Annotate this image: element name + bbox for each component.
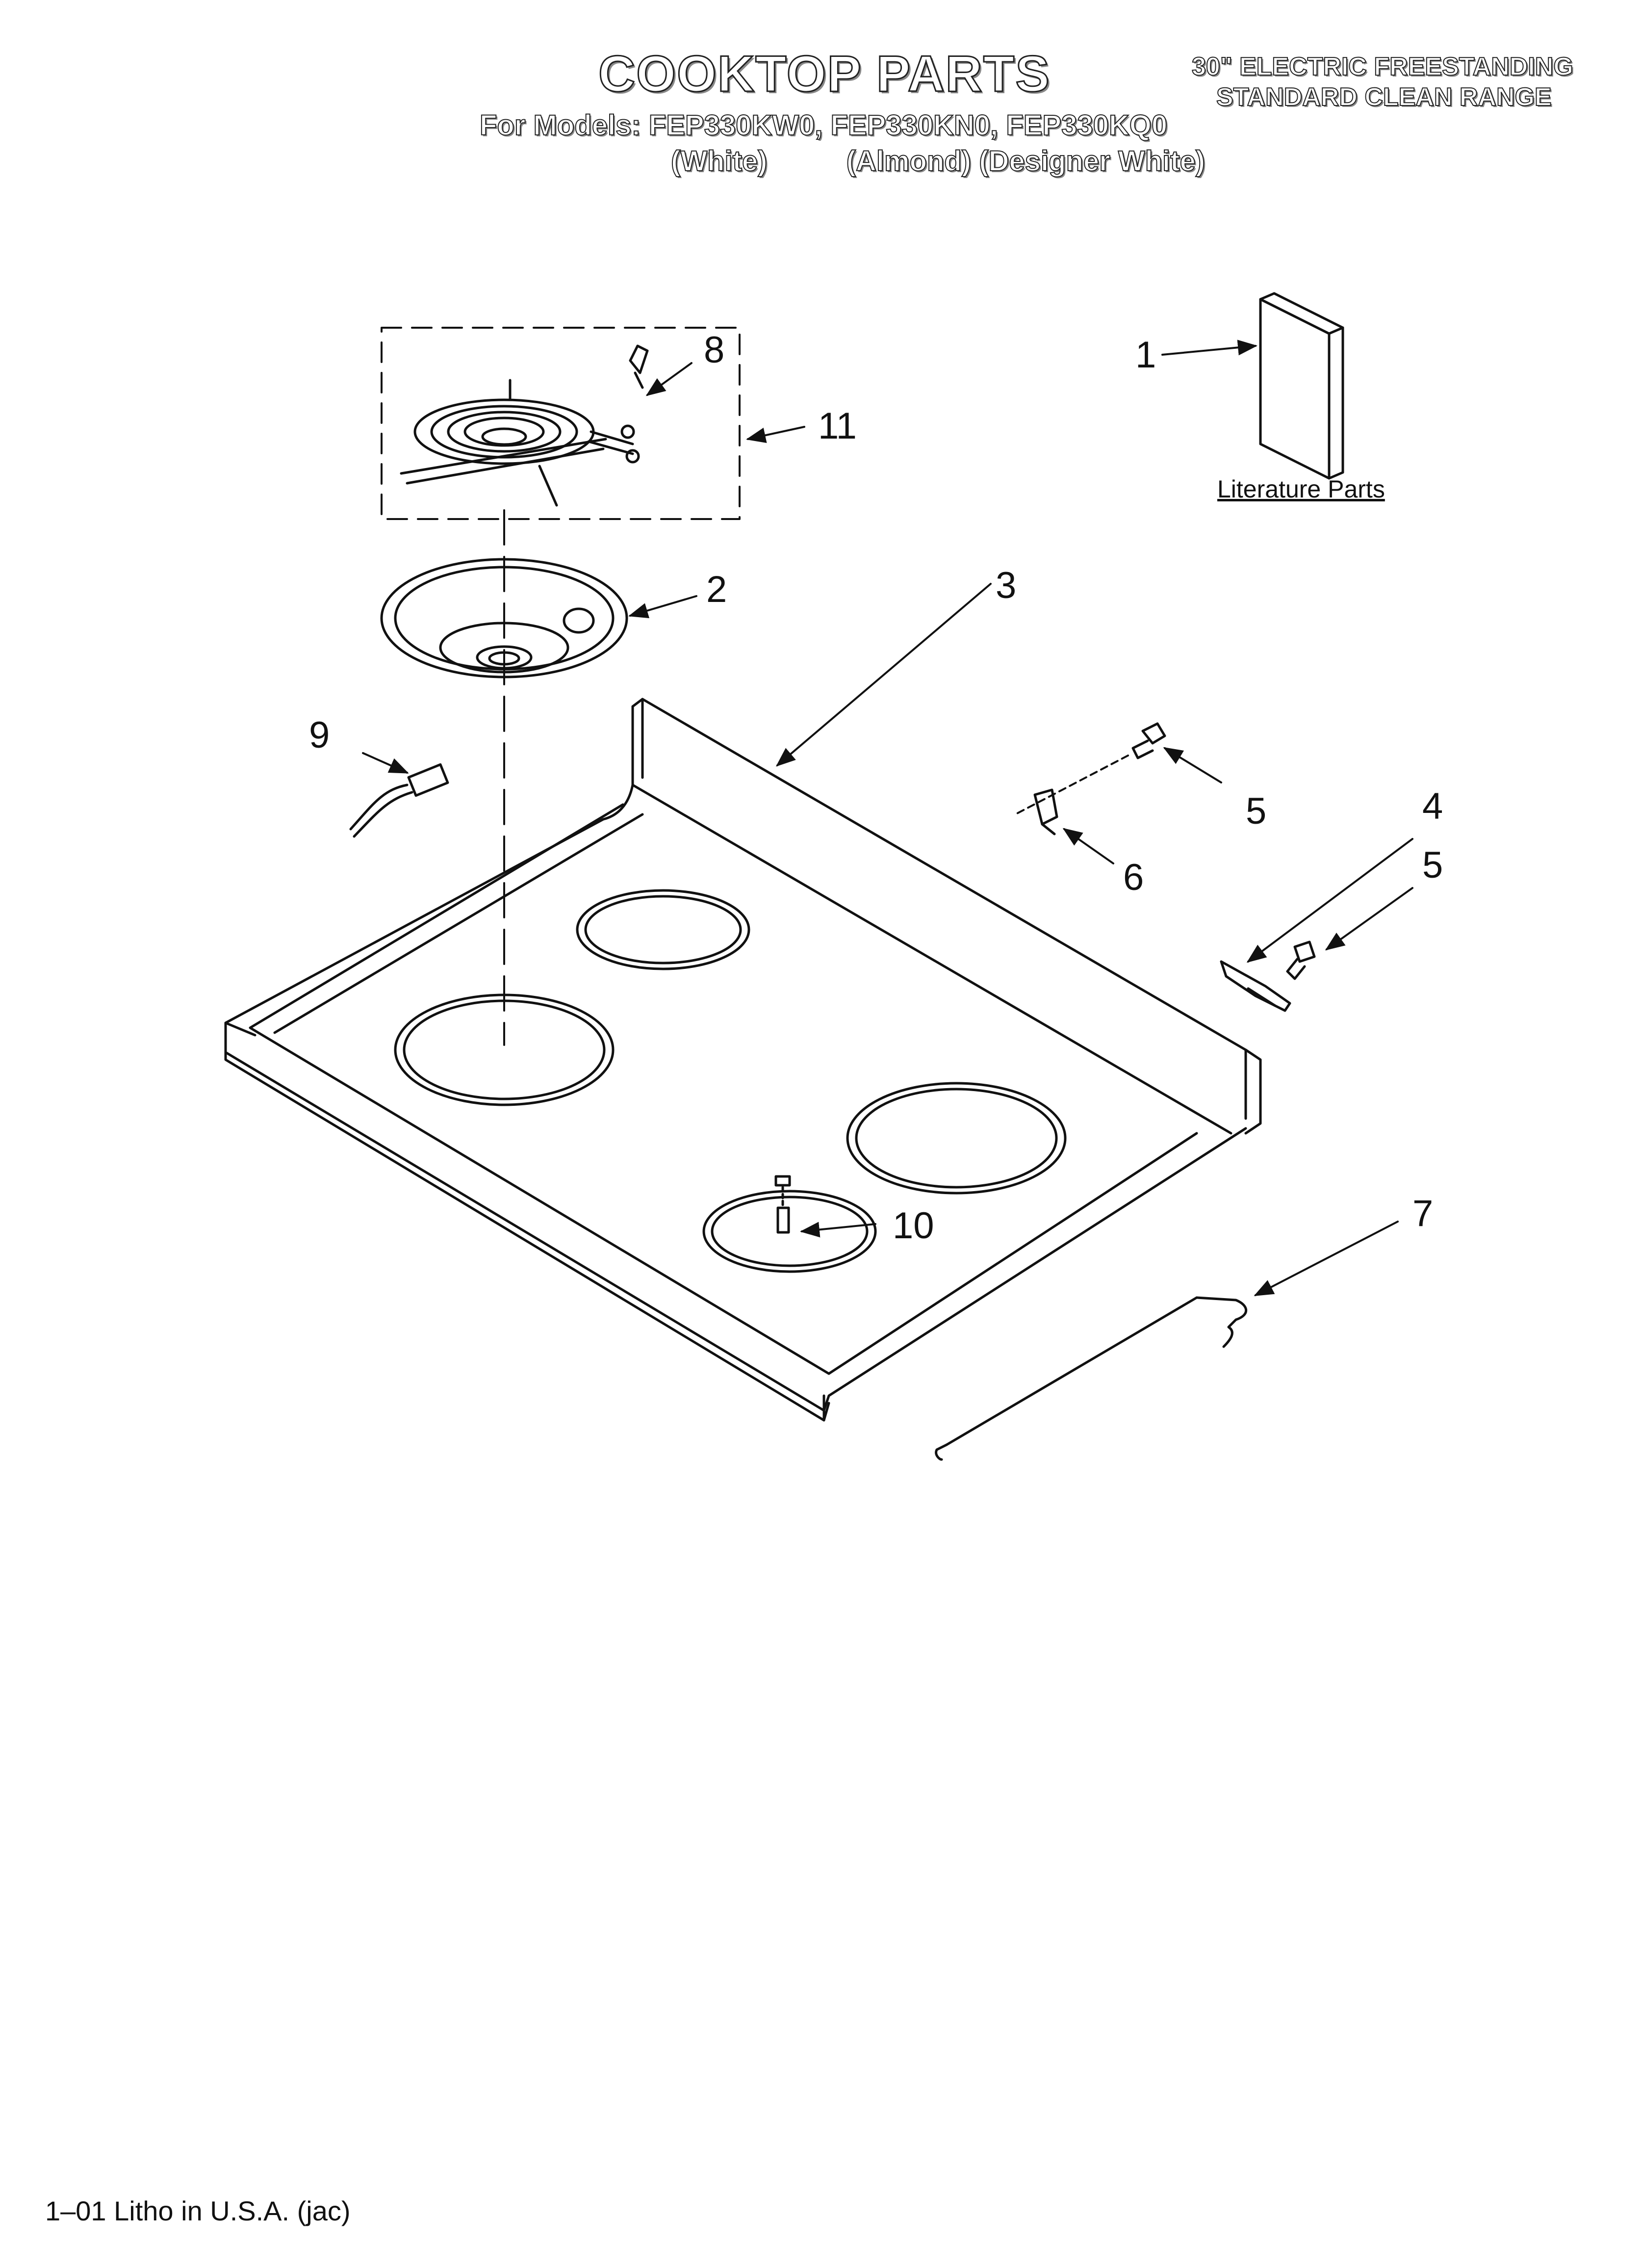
element-opening-front-left — [394, 993, 615, 1106]
callout-1: 1 — [1135, 334, 1156, 376]
support-rod-icon — [935, 1296, 1248, 1461]
surface-element-coil — [400, 379, 640, 507]
range-description-line-2: STANDARD CLEAN RANGE — [1216, 82, 1552, 112]
literature-parts-label: Literature Parts — [1217, 475, 1385, 503]
element-opening-rear-right — [846, 1082, 1067, 1195]
callout-11: 11 — [818, 405, 857, 447]
element-opening-rear-left — [576, 889, 750, 970]
leader-5a — [1163, 747, 1222, 783]
callout-5-lower: 5 — [1422, 844, 1443, 886]
litho-footer: 1–01 Litho in U.S.A. (jac) — [45, 2195, 351, 2226]
screw-lower-icon — [1286, 940, 1316, 980]
callout-2: 2 — [706, 569, 727, 610]
leader-10 — [800, 1222, 876, 1238]
leader-3 — [775, 583, 992, 767]
leader-4 — [1246, 838, 1413, 963]
callout-10: 10 — [893, 1205, 934, 1247]
leader-6 — [1062, 828, 1114, 864]
leader-11 — [746, 426, 805, 443]
callout-5-upper: 5 — [1246, 790, 1267, 832]
callout-7: 7 — [1412, 1193, 1434, 1234]
colors-line: (White) (Almond) (Designer White) — [670, 145, 1206, 178]
leader-2 — [628, 595, 697, 619]
leader-5b — [1325, 887, 1413, 951]
leader-1 — [1161, 339, 1257, 356]
range-description-line-1: 30" ELECTRIC FREESTANDING — [1191, 52, 1574, 81]
callout-4: 4 — [1422, 785, 1443, 827]
element-opening-front-right — [702, 1190, 877, 1273]
leader-9 — [362, 752, 409, 774]
callout-8: 8 — [704, 329, 725, 371]
terminal-block-icon — [349, 763, 449, 838]
models-line: For Models: FEP330KW0, FEP330KN0, FEP330… — [479, 109, 1168, 142]
callout-3: 3 — [996, 565, 1017, 606]
callout-6: 6 — [1123, 857, 1144, 898]
burner-assembly-box — [381, 327, 741, 520]
leader-8 — [645, 362, 693, 396]
mounting-bracket-icon — [1220, 960, 1291, 1012]
page-title: COOKTOP PARTS — [598, 45, 1051, 104]
hinge-clip-icon — [1033, 788, 1058, 835]
callout-9: 9 — [309, 714, 330, 756]
cooktop-main-top — [224, 698, 1262, 1422]
element-screw-icon — [774, 1175, 791, 1234]
terminal-clip-icon — [629, 344, 649, 389]
leader-7 — [1254, 1221, 1399, 1296]
literature-booklet-icon — [1259, 292, 1344, 480]
screw-upper-icon — [1014, 722, 1166, 815]
